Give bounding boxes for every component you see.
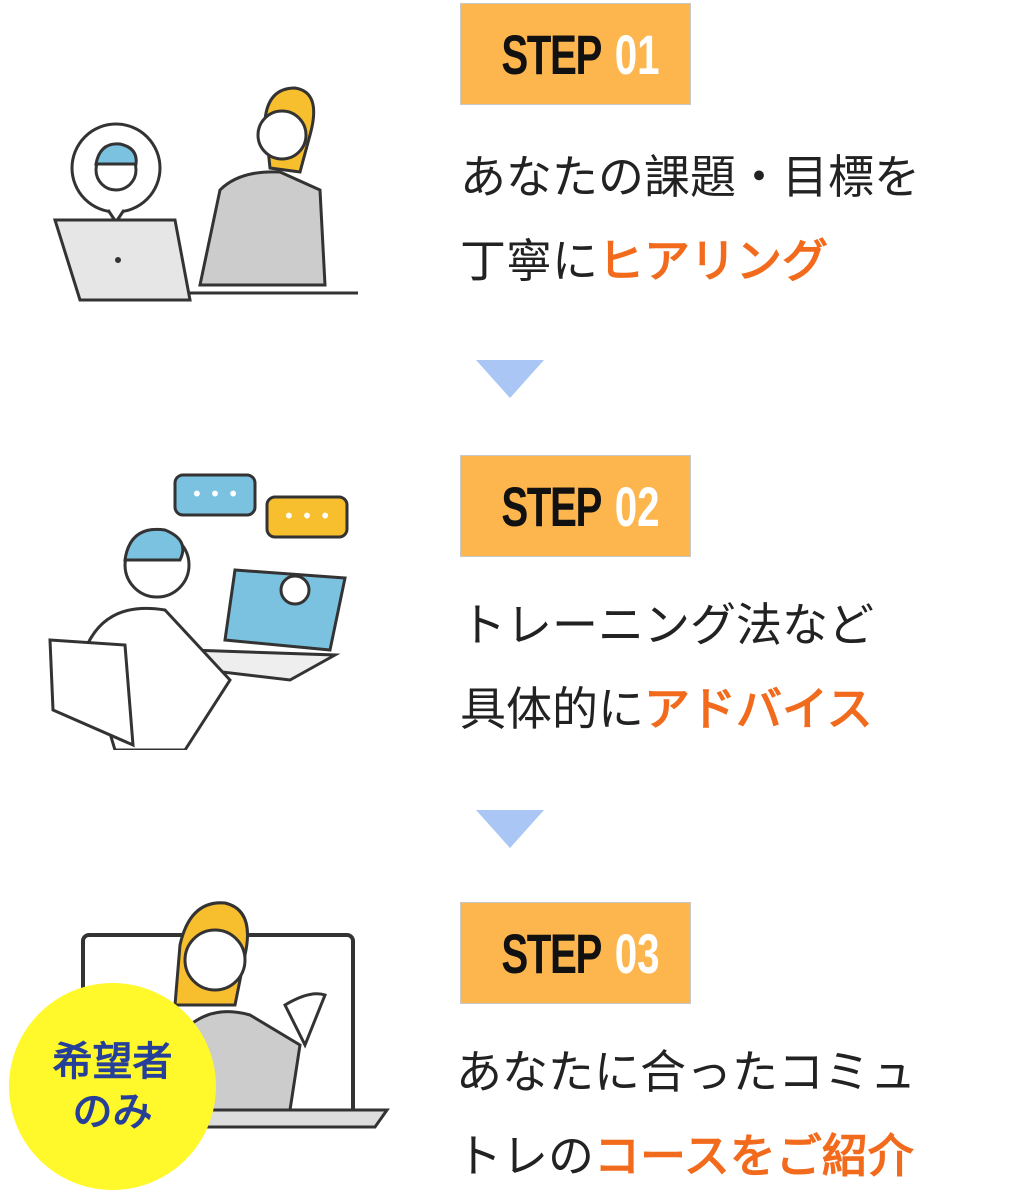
plain-text: 具体的に (460, 682, 644, 736)
badge-line2: のみ (72, 1088, 153, 1135)
online-consultation-illustration: • • • • • • (48, 473, 349, 750)
step-01-line1: あなたの課題・目標を (460, 150, 920, 204)
step-number: 02 (615, 474, 661, 538)
step-02-line2: 具体的にアドバイス (460, 667, 874, 751)
step-01-line2: 丁寧にヒアリング (460, 219, 920, 303)
step-02-line1: トレーニング法など (460, 598, 874, 652)
course-introduction-illustration (75, 901, 390, 1129)
down-arrow-icon (476, 810, 544, 848)
svg-text:• • •: • • • (191, 482, 239, 506)
highlight-text: ヒアリング (598, 234, 828, 288)
step-03-line1: あなたに合ったコミュ (456, 1045, 916, 1099)
step-03-line2: トレのコースをご紹介 (456, 1114, 916, 1198)
highlight-text: コースをご紹介 (594, 1129, 914, 1183)
plain-text: 丁寧に (460, 234, 598, 288)
step-01-description: あなたの課題・目標を 丁寧にヒアリング (460, 135, 920, 303)
step-02-description: トレーニング法など 具体的にアドバイス (460, 583, 874, 751)
highlight-text: アドバイス (644, 682, 873, 736)
step-number: 03 (615, 921, 661, 985)
operator-illustration (52, 86, 358, 302)
applicants-only-badge: 希望者 のみ (9, 983, 216, 1190)
plain-text: トレの (456, 1129, 594, 1183)
badge-line1: 希望者 (52, 1038, 173, 1085)
step-word: STEP (501, 474, 603, 538)
step-word: STEP (501, 22, 603, 86)
down-arrow-icon (476, 360, 544, 398)
step-number: 01 (615, 22, 661, 86)
svg-text:• • •: • • • (283, 504, 331, 528)
step-03-description: あなたに合ったコミュ トレのコースをご紹介 (456, 1030, 916, 1198)
step-word: STEP (501, 921, 603, 985)
